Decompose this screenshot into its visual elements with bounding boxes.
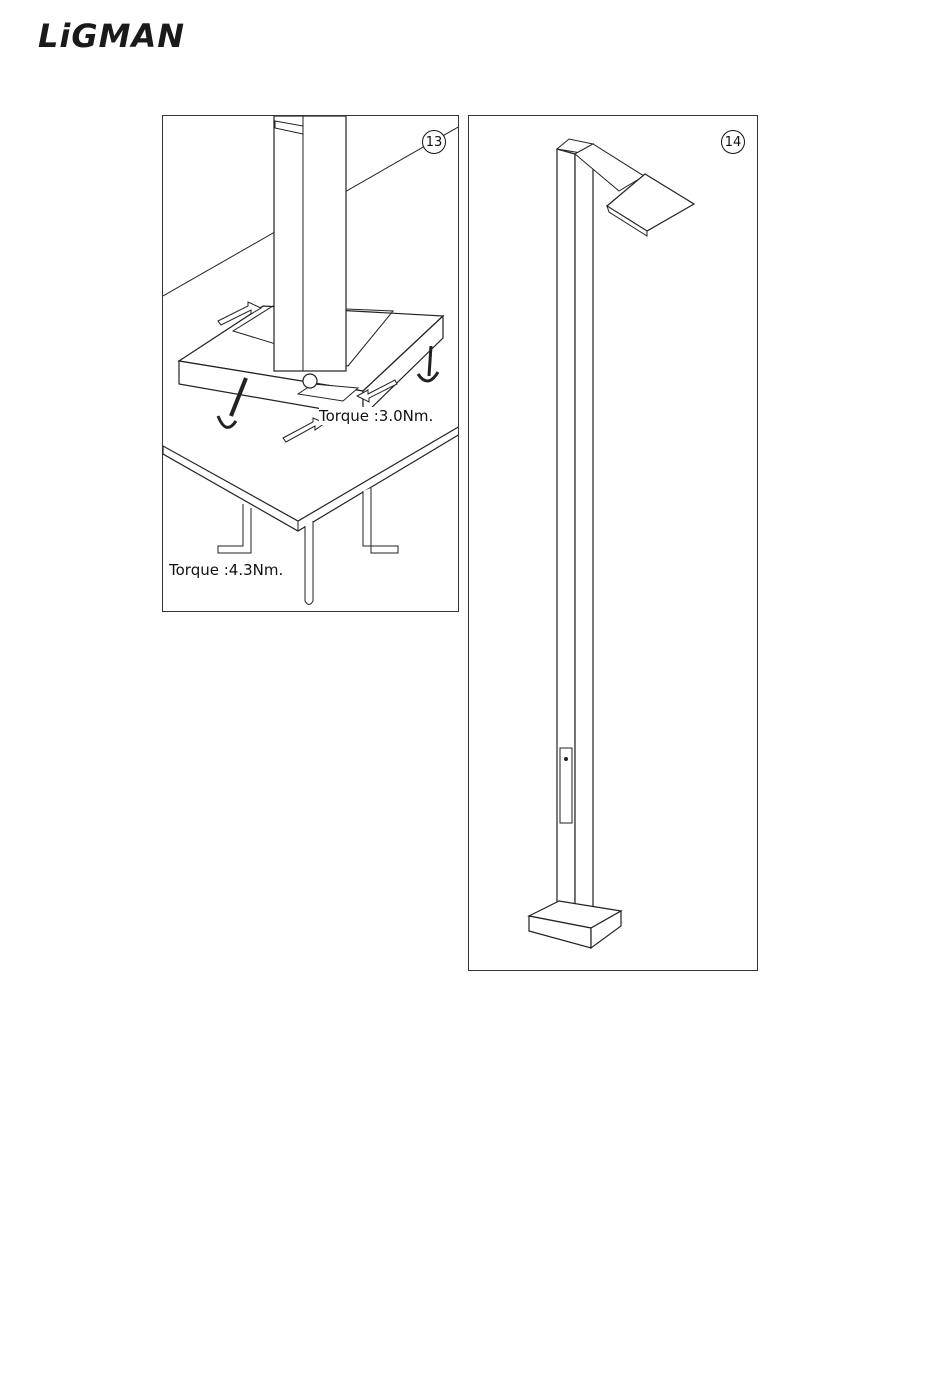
bolt-icon [303, 374, 317, 388]
step-13-illustration: 13 Torque :3.0Nm. Torque :4.3Nm. [162, 115, 459, 612]
conduit-pipe [305, 521, 313, 605]
assembled-pole-drawing [469, 116, 758, 971]
anchor-bolt [363, 488, 398, 553]
rotate-arrow-icon [218, 416, 236, 427]
torque-label-lower: Torque :4.3Nm. [169, 561, 283, 579]
ligman-logo: LiGMAN [38, 16, 238, 56]
wrench-icon [429, 346, 431, 376]
anchor-bolt [218, 504, 251, 553]
concrete-slab [163, 426, 459, 531]
pole [274, 116, 346, 371]
base-mounting-drawing [163, 116, 459, 612]
step-number-badge: 13 [422, 130, 446, 154]
step-14-illustration: 14 [468, 115, 758, 971]
pole-side-face [575, 144, 593, 916]
torque-label-upper: Torque :3.0Nm. [319, 407, 433, 425]
step-number-badge: 14 [721, 130, 745, 154]
